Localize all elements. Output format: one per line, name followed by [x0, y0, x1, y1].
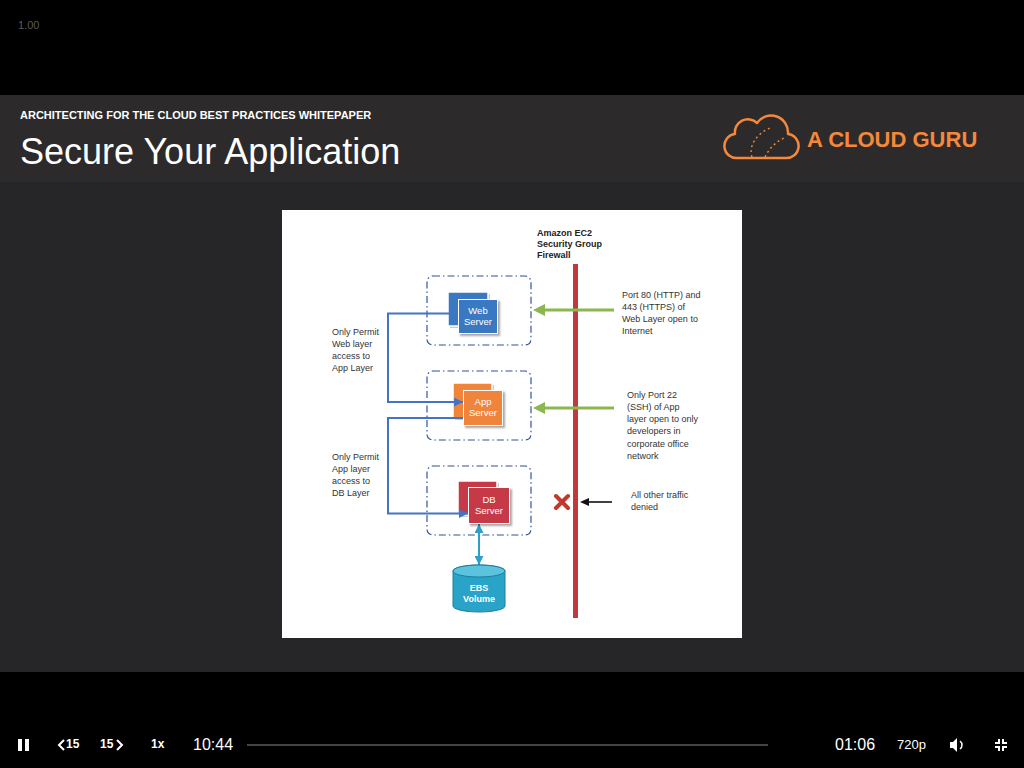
slide-title: Secure Your Application — [20, 129, 400, 176]
skip-forward-label: 15 — [100, 737, 113, 753]
denied-traffic-arrow — [580, 498, 612, 506]
skip-back-label: 15 — [66, 737, 79, 753]
web-server-box: Web Server — [458, 299, 498, 334]
node-label: App Server — [467, 397, 499, 419]
allowed-traffic-arrows — [533, 304, 614, 414]
cylinder-top — [453, 565, 505, 577]
speed-label: 1x — [151, 737, 164, 753]
playback-rate: 1.00 — [18, 18, 39, 32]
rule-note: Only Permit Web layer access to App Laye… — [332, 326, 384, 375]
deny-note: All other traffic denied — [631, 489, 693, 513]
storage-cylinder: EBS Volume — [453, 565, 505, 612]
rule-note: Only Permit App layer access to DB Layer — [332, 451, 384, 500]
exit-fullscreen-icon — [995, 739, 1007, 751]
diagram-panel — [282, 210, 742, 638]
connector-arrow — [388, 418, 468, 514]
port-note: Port 80 (HTTP) and 443 (HTTPS) of Web La… — [622, 289, 702, 338]
connector-arrow — [388, 314, 463, 403]
port-note: Only Port 22 (SSH) of App layer open to … — [627, 389, 701, 462]
header-band — [0, 95, 1024, 182]
pause-icon — [18, 739, 29, 751]
quality-label: 720p — [897, 737, 926, 754]
progress-bar — [247, 745, 768, 746]
elapsed-time: 10:44 — [193, 735, 233, 756]
firewall-line — [573, 264, 578, 618]
app-server-box: App Server — [463, 390, 503, 426]
cylinder-body — [453, 565, 505, 612]
node-label: DB Server — [472, 495, 506, 517]
db-server-box: DB Server — [468, 487, 510, 524]
connector-arrow — [478, 524, 480, 565]
tier-group-outlines — [427, 276, 531, 535]
node-label: Web Server — [462, 306, 494, 328]
brand-logo-text: A CLOUD GURU — [807, 126, 977, 155]
brand-cloud-icon — [724, 116, 798, 159]
slide-ground — [0, 182, 1024, 672]
firewall-heading: Amazon EC2 Security Group Firewall — [537, 228, 609, 260]
node-label: EBS Volume — [458, 583, 500, 604]
remaining-time: 01:06 — [835, 735, 875, 756]
deny-cross — [556, 496, 568, 508]
volume-icon — [950, 738, 962, 752]
course-heading: ARCHITECTING FOR THE CLOUD BEST PRACTICE… — [20, 108, 371, 122]
